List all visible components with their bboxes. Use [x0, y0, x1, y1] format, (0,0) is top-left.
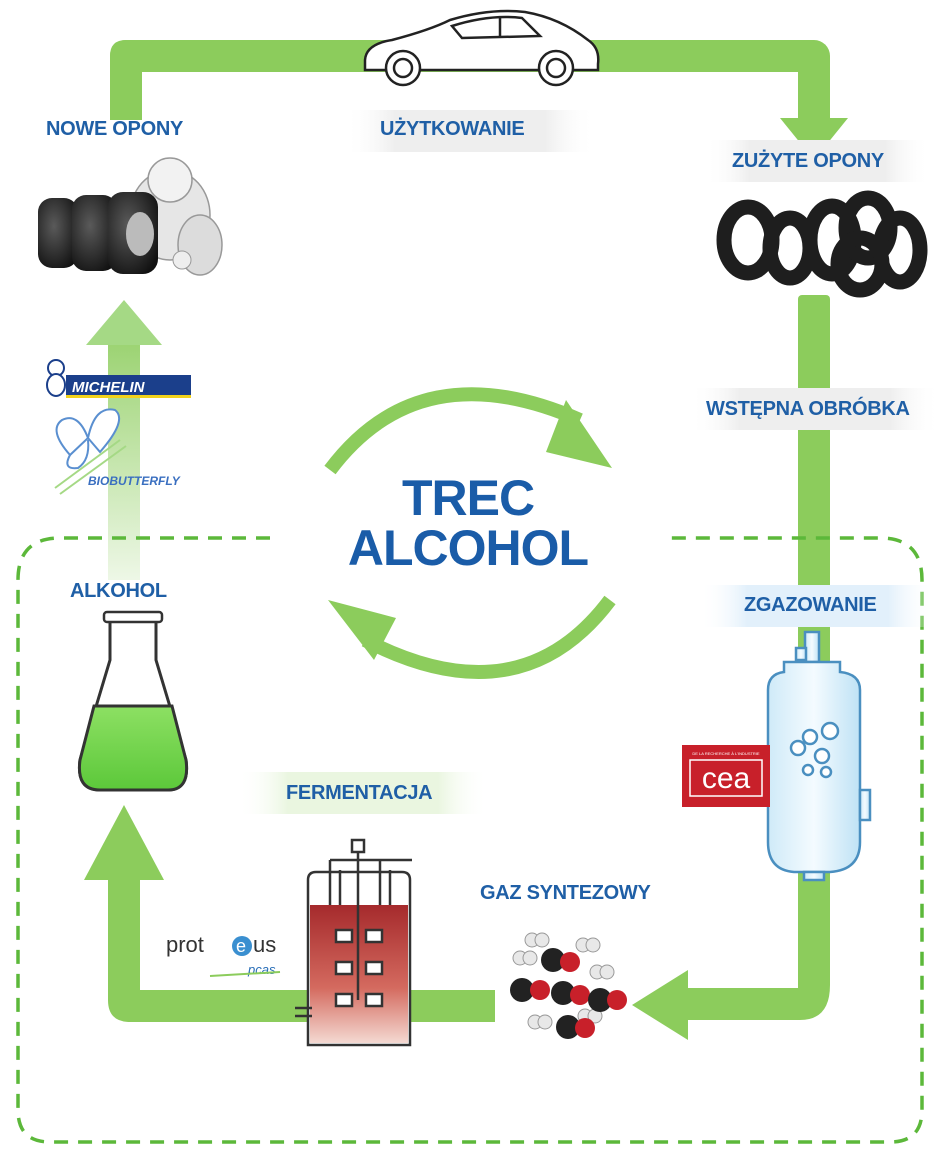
label-gaz-syntezowy: GAZ SYNTEZOWY	[480, 882, 651, 904]
title-line-1: TREC	[401, 470, 535, 526]
label-wstepna-obrobka: WSTĘPNA OBRÓBKA	[706, 398, 910, 420]
dashed-boundary	[16, 536, 924, 1144]
proteus-text-end: us	[253, 932, 276, 957]
cea-text: cea	[702, 762, 751, 795]
tire-stack-icon	[38, 157, 223, 276]
syngas-molecules-icon	[510, 932, 627, 1039]
biobutterfly-text: BIOBUTTERFLY	[88, 474, 181, 488]
band-uzytkowanie	[345, 110, 595, 152]
band-fermentacja	[238, 772, 488, 814]
label-zuzyte-opony: ZUŻYTE OPONY	[732, 150, 884, 172]
label-alkohol: ALKOHOL	[70, 580, 167, 602]
car-icon	[363, 9, 600, 87]
gasifier-icon	[766, 630, 872, 882]
label-uzytkowanie: UŻYTKOWANIE	[380, 118, 525, 140]
pcas-text: pcas	[247, 962, 276, 977]
fermenter-icon	[295, 838, 412, 1047]
label-nowe-opony: NOWE OPONY	[46, 118, 184, 140]
flask-icon	[77, 610, 189, 792]
proteus-text-start: prot	[166, 932, 204, 957]
label-zgazowanie: ZGAZOWANIE	[744, 594, 877, 616]
proteus-logo: prot e us pcas	[166, 932, 281, 977]
cycle-arrows-icon	[324, 387, 616, 679]
band-zuzyte	[705, 140, 930, 182]
cea-logo: DE LA RECHERCHE À L'INDUSTRIE cea	[682, 745, 770, 807]
band-zgazowanie	[700, 585, 935, 627]
michelin-logo: MICHELIN	[46, 359, 191, 398]
michelin-text: MICHELIN	[72, 379, 146, 396]
title-line-2: ALCOHOL	[347, 520, 589, 576]
biobutterfly-logo: BIOBUTTERFLY	[54, 408, 181, 495]
used-tires-icon	[716, 190, 928, 298]
proteus-text-e: e	[236, 936, 246, 956]
up-arrow-head	[86, 300, 162, 345]
label-fermentacja: FERMENTACJA	[286, 782, 433, 804]
band-wstepna	[690, 388, 940, 430]
cea-small-text: DE LA RECHERCHE À L'INDUSTRIE	[692, 751, 760, 756]
